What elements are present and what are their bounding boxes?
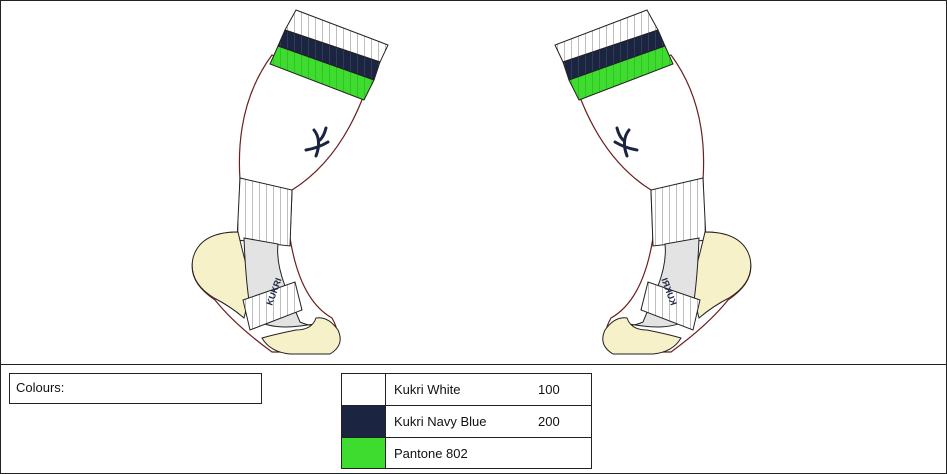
left-sock — [190, 8, 390, 356]
colours-label: Colours: — [16, 380, 65, 395]
colour-swatch-table: Kukri White 100 Kukri Navy Blue 200 Pant… — [341, 373, 592, 469]
right-sock — [553, 8, 753, 356]
swatch-code: 200 — [538, 414, 560, 429]
swatch-name: Pantone 802 — [394, 446, 468, 461]
swatch-name: Kukri Navy Blue — [394, 414, 487, 429]
colours-heading-box: Colours: — [9, 373, 262, 404]
swatch-row-green: Pantone 802 — [342, 438, 591, 468]
sock-illustrations: KUKRI — [190, 8, 753, 356]
swatch-row-white: Kukri White 100 — [342, 374, 591, 406]
swatch-chip — [342, 438, 386, 468]
swatch-row-navy: Kukri Navy Blue 200 — [342, 406, 591, 438]
section-divider — [0, 364, 947, 365]
swatch-code: 100 — [538, 382, 560, 397]
swatch-name: Kukri White — [394, 382, 461, 397]
swatch-chip — [342, 406, 386, 437]
swatch-chip — [342, 374, 386, 405]
